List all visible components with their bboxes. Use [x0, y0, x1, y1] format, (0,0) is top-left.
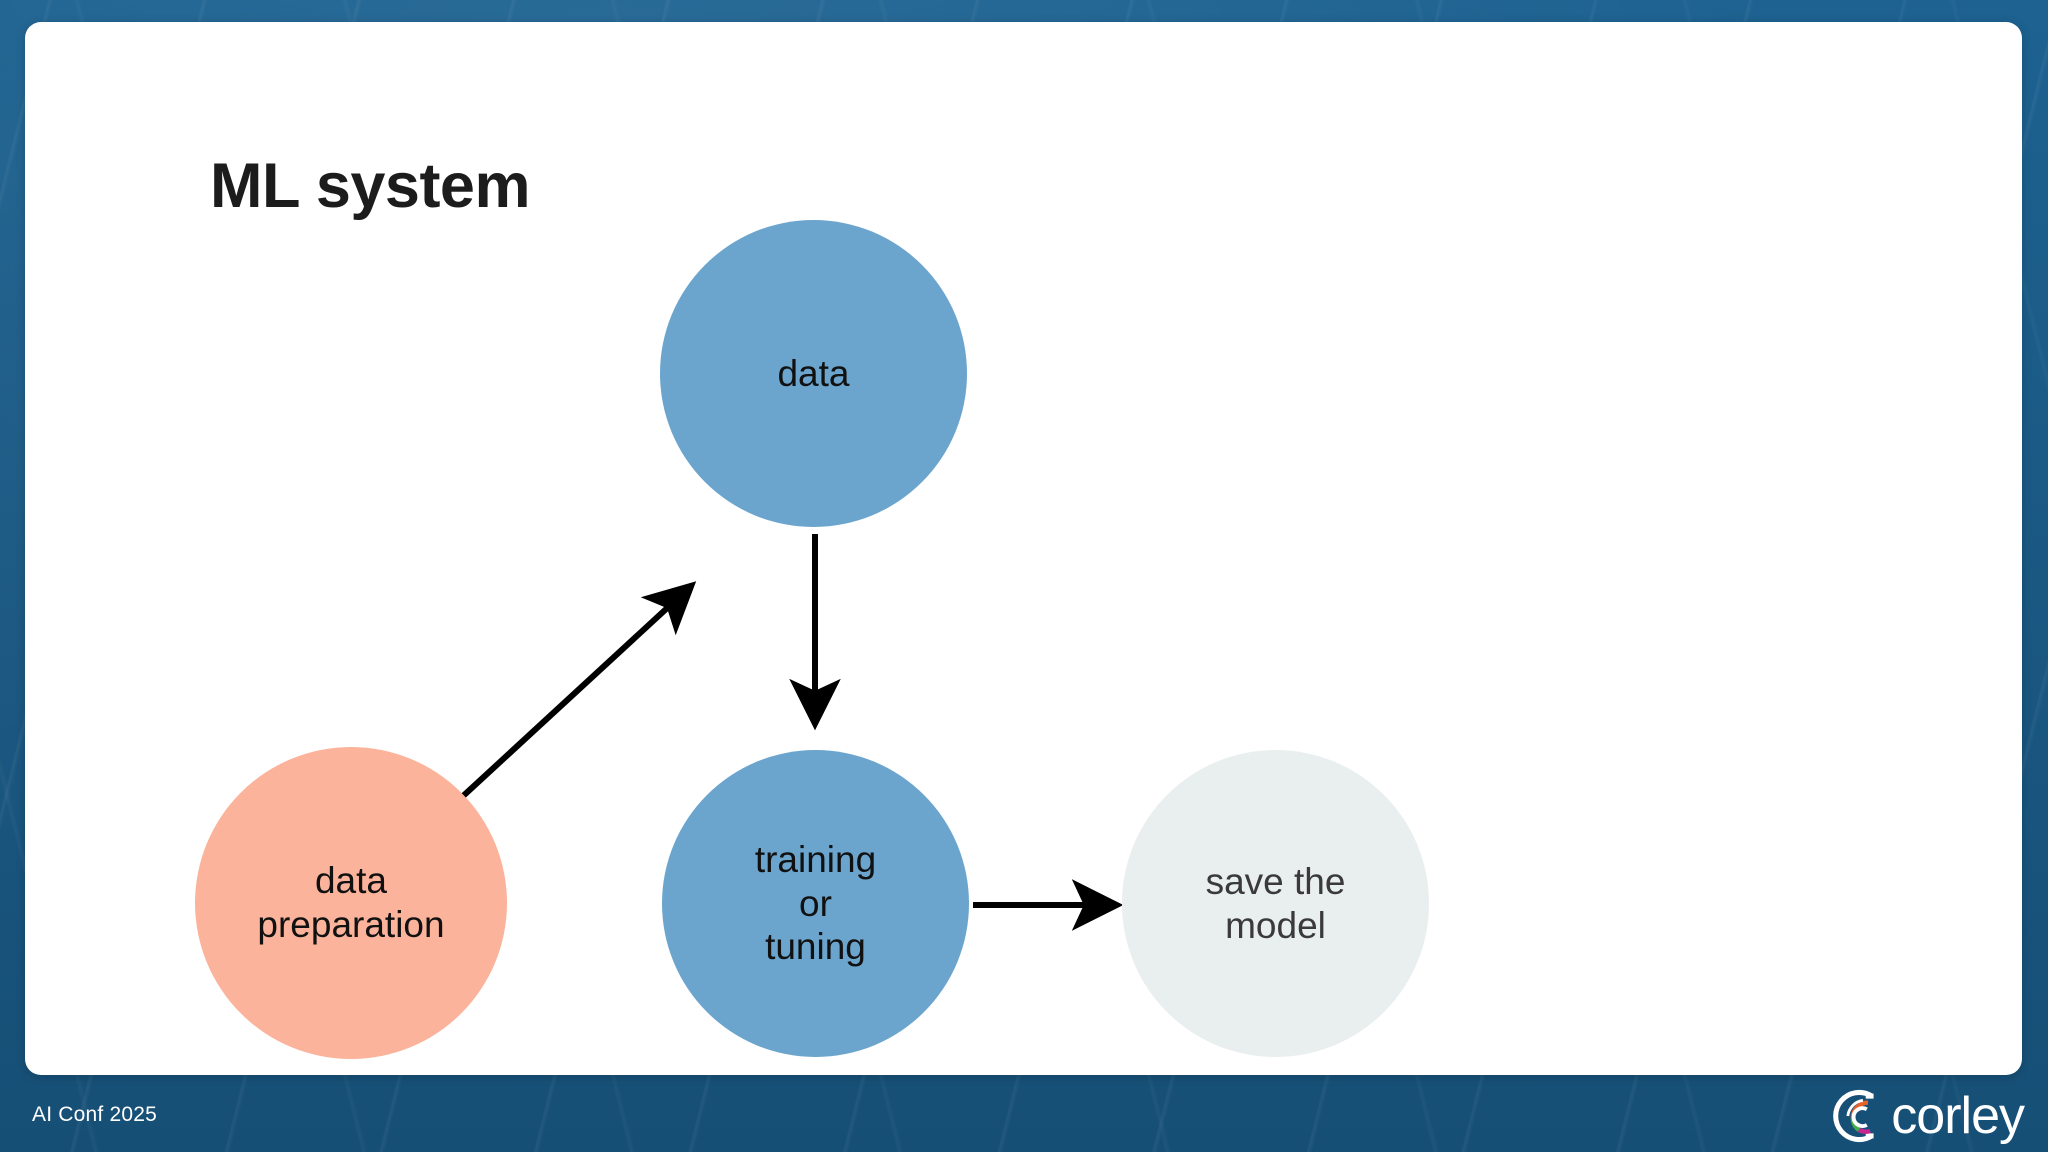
- diagram-node-training-or-tuning[interactable]: training or tuning: [662, 750, 969, 1057]
- brand-name: corley: [1891, 1087, 2025, 1145]
- slide-card: ML system data data preparation training…: [25, 22, 2022, 1075]
- brand-logo: corley: [1831, 1087, 2025, 1145]
- arrow-prep-to-data: [459, 581, 697, 800]
- footer-event-label: AI Conf 2025: [32, 1103, 157, 1126]
- ml-system-diagram: data data preparation training or tuning…: [25, 22, 2022, 1075]
- diagram-node-data-preparation[interactable]: data preparation: [195, 747, 507, 1059]
- corley-c-ring-icon: [1833, 1089, 1874, 1143]
- diagram-node-save-the-model[interactable]: save the model: [1122, 750, 1429, 1057]
- page-title: ML system: [210, 151, 530, 221]
- diagram-node-data[interactable]: data: [660, 220, 967, 527]
